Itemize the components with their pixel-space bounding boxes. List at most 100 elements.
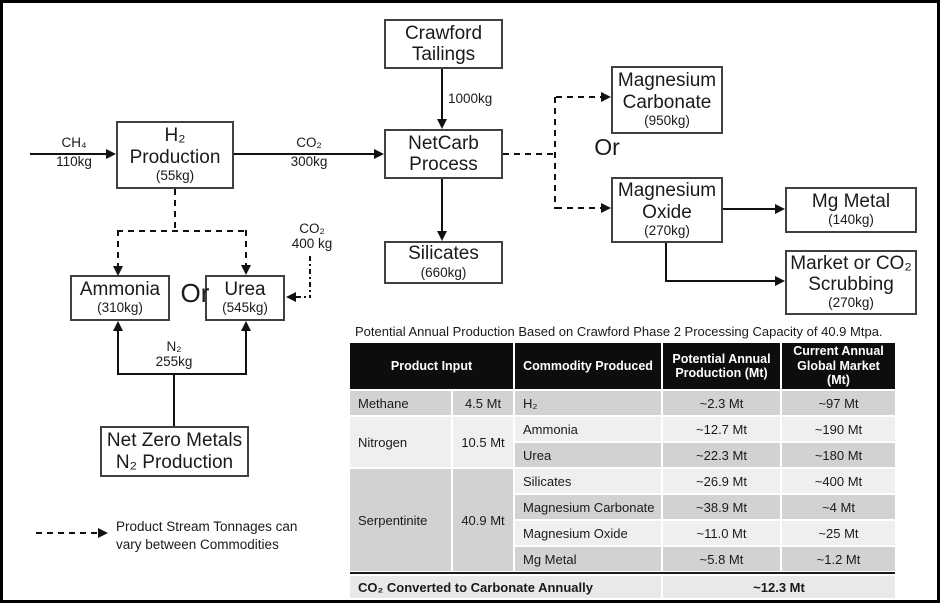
arrow-market-vline [665, 243, 667, 282]
arrow-n2-right-vline [245, 330, 247, 374]
arrowhead-down-icon [113, 266, 123, 276]
box-label: Process [409, 154, 478, 175]
flow-label-tailings-amount: 1000kg [448, 91, 493, 106]
cell-market: ~4 Mt [782, 495, 895, 519]
cell-commodity: H₂ [515, 391, 661, 415]
box-label: Market or CO₂ [790, 252, 912, 274]
arrow-ch4-line [30, 153, 106, 155]
box-magnesium-oxide: Magnesium Oxide (270kg) [611, 177, 723, 243]
dashdot-co2-urea-hline [296, 296, 311, 298]
arrowhead-right-icon [775, 204, 785, 214]
legend-line1: Product Stream Tonnages can [116, 519, 298, 534]
arrowhead-right-icon [374, 149, 384, 159]
box-label: Net Zero Metals [106, 430, 243, 452]
arrow-silicates-line [441, 179, 443, 231]
dashed-to-ammonia [117, 230, 119, 267]
arrow-n2-left-vline [117, 330, 119, 374]
arrowhead-right-icon [106, 149, 116, 159]
box-h2-production: H₂ Production (55kg) [116, 121, 234, 189]
table-caption: Potential Annual Production Based on Cra… [355, 324, 883, 339]
cell-input-amount: 40.9 Mt [453, 469, 513, 571]
box-silicates: Silicates (660kg) [384, 241, 503, 284]
box-amount: (140kg) [828, 212, 874, 228]
box-amount: (55kg) [155, 167, 195, 183]
dashed-h2-split [117, 230, 247, 232]
column-header-commodity: Commodity Produced [515, 343, 661, 389]
cell-commodity: Mg Metal [515, 547, 661, 571]
box-label: Crawford [404, 22, 483, 44]
box-label: Oxide [642, 201, 692, 223]
cell-potential: ~26.9 Mt [663, 469, 780, 493]
cell-commodity: Urea [515, 443, 661, 467]
flow-label-co2-amount: 300kg [290, 154, 328, 169]
dashed-to-mg-carbonate [556, 96, 601, 98]
cell-commodity: Ammonia [515, 417, 661, 441]
box-label: Ammonia [79, 278, 161, 300]
arrowhead-down-icon [437, 119, 447, 129]
or-label-magnesium: Or [594, 134, 620, 160]
dashdot-co2-urea-vline [309, 256, 311, 297]
flow-label-n2: N₂ [166, 339, 182, 354]
column-header-product-input: Product Input [350, 343, 513, 389]
column-header-potential: Potential Annual Production (Mt) [663, 343, 780, 389]
box-magnesium-carbonate: Magnesium Carbonate (950kg) [611, 66, 723, 134]
arrowhead-up-icon [241, 321, 251, 331]
cell-potential: ~22.3 Mt [663, 443, 780, 467]
box-crawford-tailings: Crawford Tailings [384, 19, 503, 69]
box-label: Silicates [408, 243, 479, 265]
arrowhead-down-icon [241, 265, 251, 275]
arrowhead-right-icon [775, 276, 785, 286]
flow-label-ch4: CH₄ [61, 135, 87, 150]
box-amount: (545kg) [222, 300, 268, 316]
box-label: Urea [224, 278, 266, 300]
legend-text: Product Stream Tonnages can vary between… [116, 518, 297, 554]
box-mg-metal: Mg Metal (140kg) [785, 187, 917, 233]
box-label: Production [129, 146, 221, 168]
production-table: Product Input Commodity Produced Potenti… [350, 343, 895, 571]
box-market-co2-scrubbing: Market or CO₂ Scrubbing (270kg) [785, 250, 917, 315]
cell-market: ~400 Mt [782, 469, 895, 493]
box-amount: (950kg) [644, 112, 690, 128]
box-urea: Urea (545kg) [205, 275, 285, 321]
table-footer-label: CO₂ Converted to Carbonate Annually [350, 576, 661, 598]
box-amount: (270kg) [828, 295, 874, 311]
box-amount: (270kg) [644, 222, 690, 238]
arrowhead-right-icon [601, 92, 611, 102]
arrow-market-hline [665, 280, 775, 282]
cell-market: ~97 Mt [782, 391, 895, 415]
table-footer-value: ~12.3 Mt [663, 576, 895, 598]
box-label: H₂ [164, 125, 186, 147]
flow-label-co2-urea: CO₂ [299, 221, 325, 236]
cell-potential: ~5.8 Mt [663, 547, 780, 571]
cell-market: ~1.2 Mt [782, 547, 895, 571]
flow-label-n2-amount: 255kg [155, 354, 193, 369]
legend-dashed-line [36, 532, 98, 534]
arrowhead-right-icon [601, 203, 611, 213]
cell-commodity: Magnesium Carbonate [515, 495, 661, 519]
cell-input-name: Nitrogen [350, 417, 451, 467]
dashed-h2-down [174, 189, 176, 231]
dashed-to-mg-oxide [556, 207, 601, 209]
box-label: NetCarb [408, 132, 479, 154]
box-amount: (310kg) [97, 300, 143, 316]
arrowhead-up-icon [113, 321, 123, 331]
arrowhead-left-icon [286, 292, 296, 302]
box-label: N₂ Production [115, 451, 234, 473]
box-net-zero-metals: Net Zero Metals N₂ Production [100, 426, 249, 477]
column-header-market: Current Annual Global Market (Mt) [782, 343, 895, 389]
flow-label-ch4-amount: 110kg [56, 154, 92, 169]
arrow-mg-metal-line [723, 208, 775, 210]
arrow-n2-center-vline [173, 374, 175, 426]
arrowhead-right-icon [98, 528, 108, 538]
flow-label-co2-urea-amount: 400 kg [291, 236, 333, 251]
box-label: Tailings [411, 44, 476, 65]
box-label: Scrubbing [808, 274, 894, 296]
or-label-fertilizer: Or [180, 278, 210, 308]
cell-potential: ~38.9 Mt [663, 495, 780, 519]
arrow-n2-hline [117, 373, 247, 375]
cell-market: ~190 Mt [782, 417, 895, 441]
dashed-netcarb-out [503, 153, 554, 155]
cell-market: ~180 Mt [782, 443, 895, 467]
arrow-tailings-line [441, 69, 443, 119]
cell-input-amount: 10.5 Mt [453, 417, 513, 467]
